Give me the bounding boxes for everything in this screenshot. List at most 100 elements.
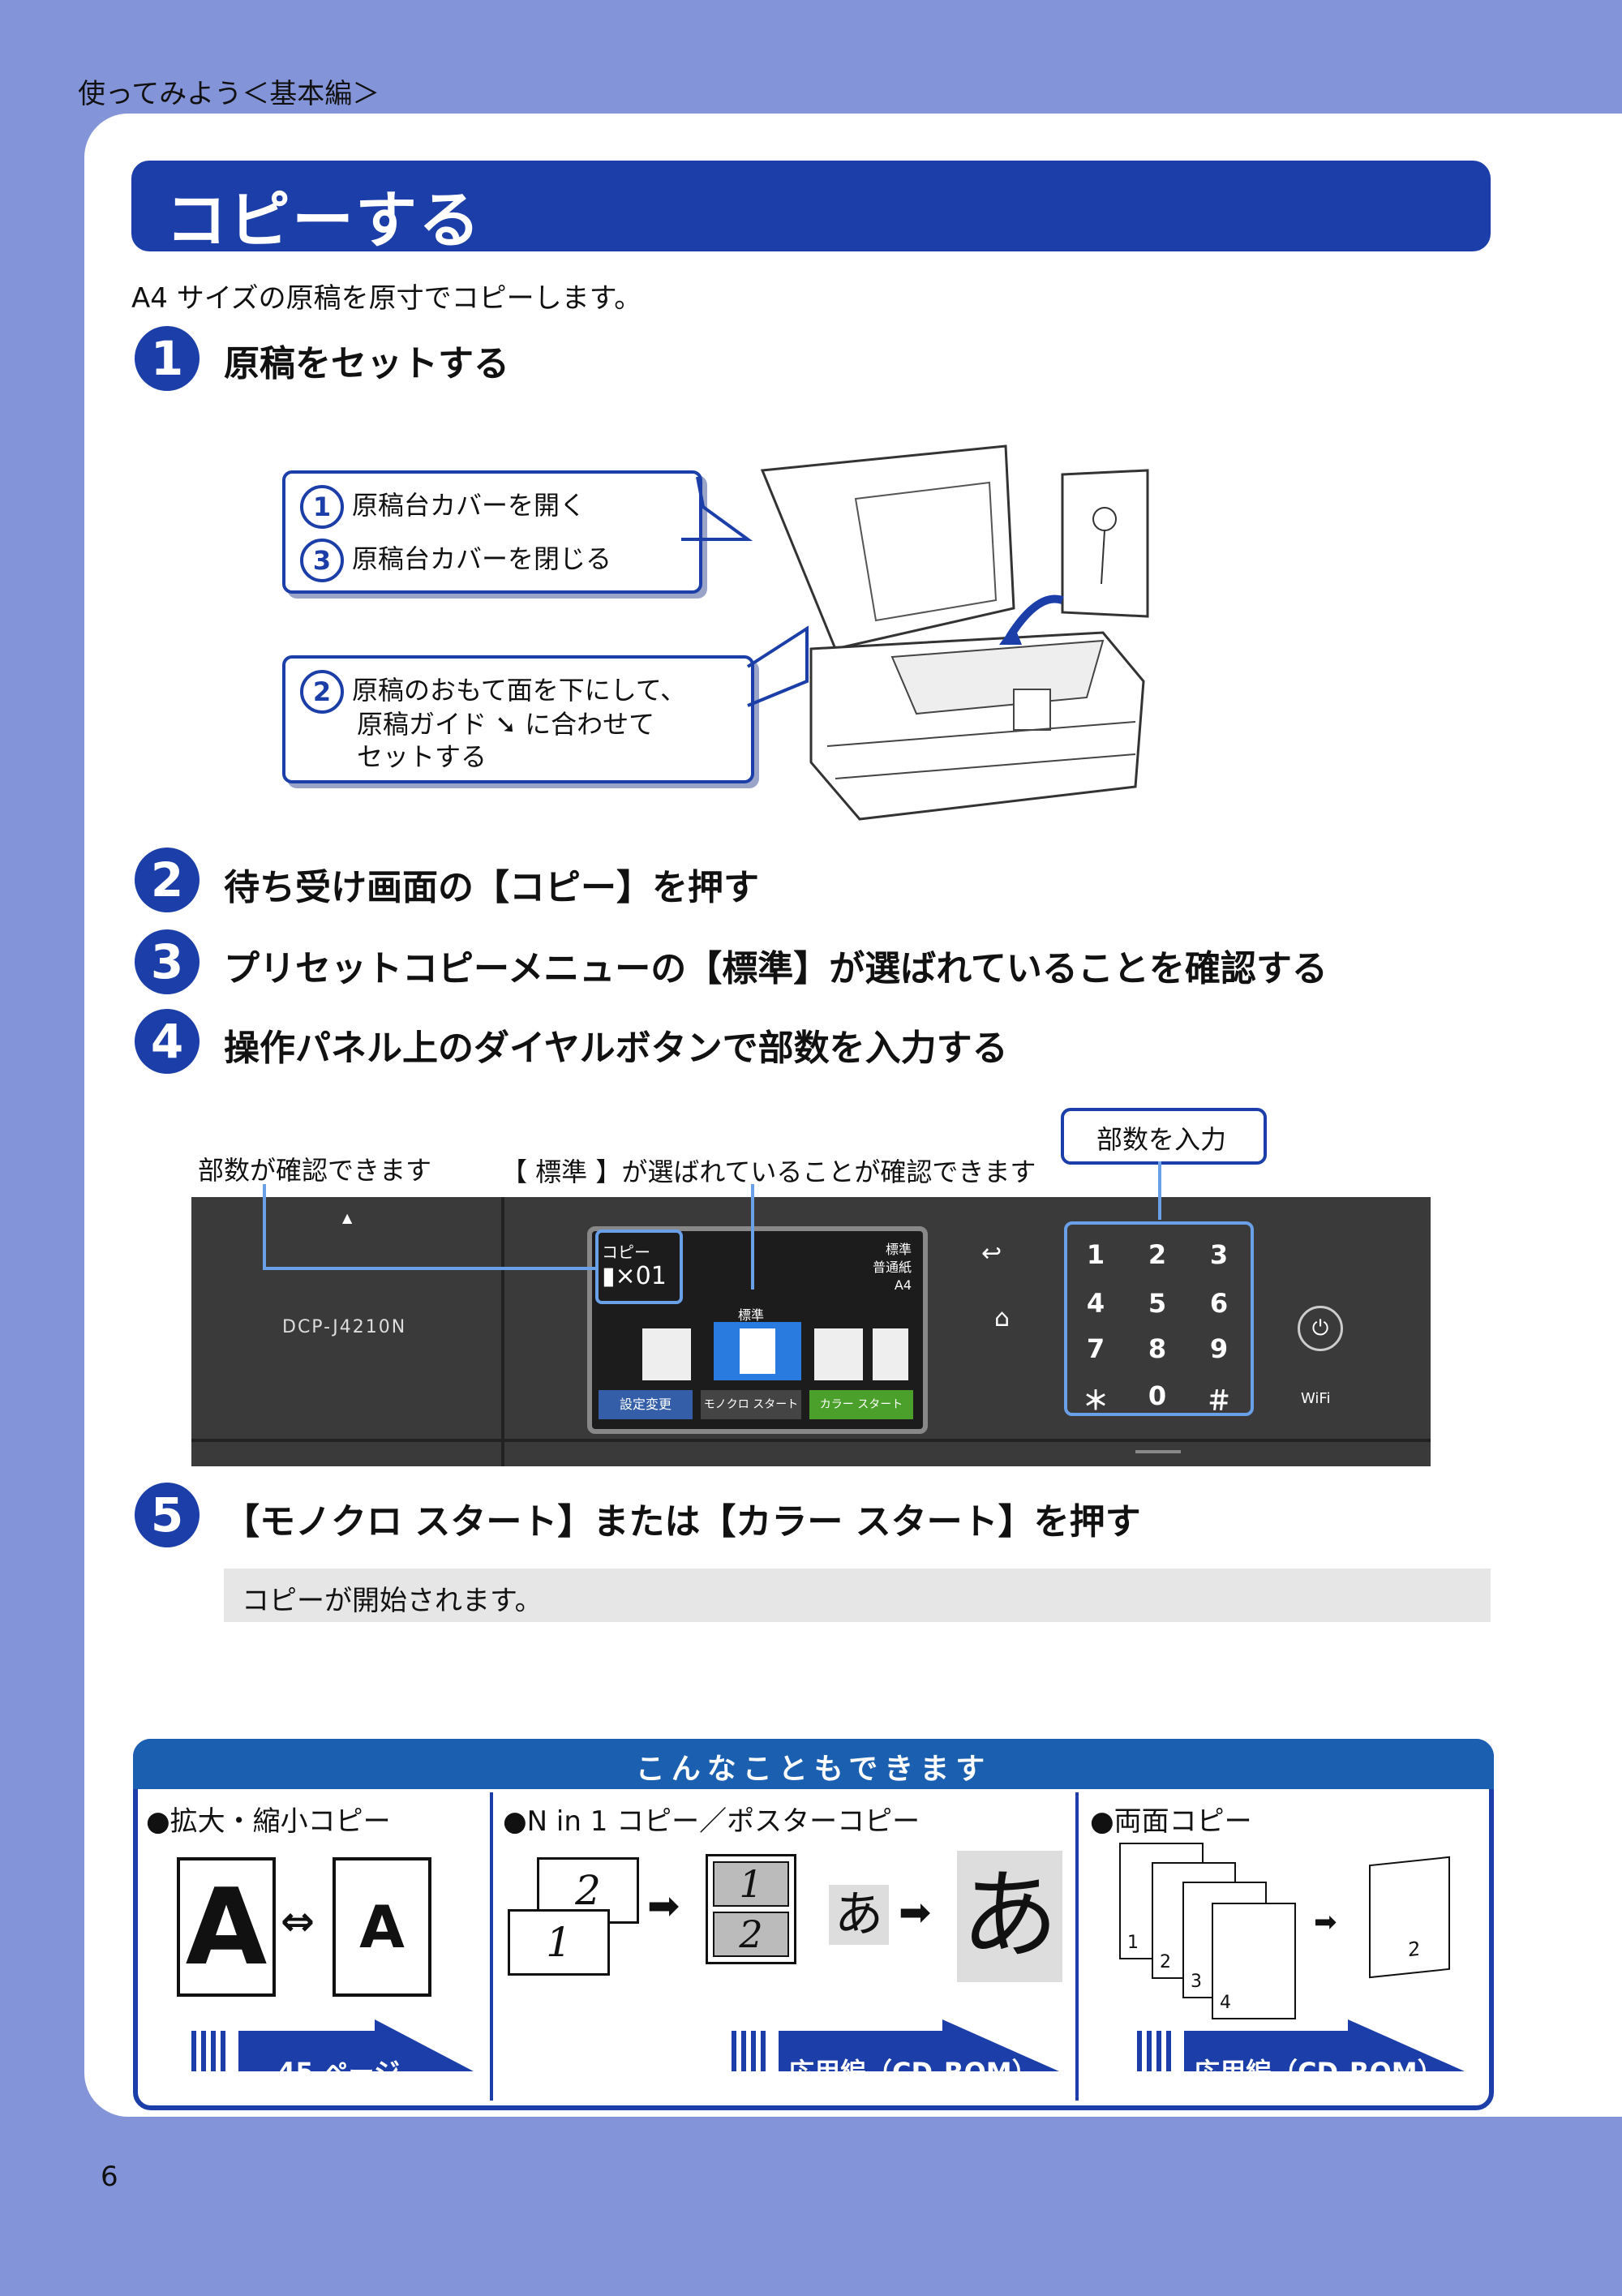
- printer-lcd: [1013, 689, 1051, 731]
- feature-enlarge-reduce: ●拡大・縮小コピー: [146, 1805, 391, 1838]
- step-text-2: 待ち受け画面の【コピー】を押す: [224, 867, 759, 908]
- copies-pointer: [263, 1184, 266, 1268]
- flower-stem: [1101, 530, 1105, 585]
- lcd-copy-label: コピー: [602, 1242, 650, 1262]
- step-number-1: 1: [135, 326, 200, 391]
- double-arrow-icon: ⇔: [281, 1898, 315, 1945]
- key-star[interactable]: ＊: [1082, 1385, 1109, 1416]
- page-1-sample: 1: [508, 1909, 610, 1976]
- feature-duplex: ●両面コピー: [1090, 1805, 1252, 1838]
- copies-icon: ▮: [602, 1262, 616, 1290]
- key-6[interactable]: 6: [1209, 1288, 1229, 1319]
- step-text-5: 【モノクロ スタート】または【カラー スタート】を押す: [224, 1501, 1141, 1543]
- key-4[interactable]: 4: [1086, 1288, 1105, 1319]
- arrow-right-icon: ➡: [1314, 1906, 1337, 1938]
- link-appendix-cdrom-2-label[interactable]: 応用編（CD-ROM）: [1194, 2057, 1444, 2088]
- key-2[interactable]: 2: [1148, 1239, 1167, 1270]
- link-appendix-cdrom-1[interactable]: [730, 2019, 1062, 2076]
- preset-thumbnail[interactable]: [642, 1328, 691, 1380]
- placement-arrowhead: [999, 624, 1022, 645]
- callout-input-copies: 部数を入力: [1061, 1108, 1267, 1165]
- column-divider: [490, 1792, 493, 2101]
- link-45-page-label[interactable]: 45 ページ: [277, 2057, 401, 2088]
- page-number: 6: [101, 2161, 118, 2193]
- callout-place-line2a: 原稿ガイド: [357, 709, 487, 740]
- result-text: コピーが開始されます。: [242, 1585, 543, 1617]
- paper-tray-line: [835, 753, 1136, 779]
- callout-place-line3: セットする: [357, 741, 487, 772]
- home-icon[interactable]: ⌂: [994, 1304, 1011, 1333]
- callout-place-document: 2 原稿のおもて面を下にして、 原稿ガイド ➘ に合わせて セットする: [282, 655, 754, 783]
- feature-nin1-poster: ●N in 1 コピー／ポスターコピー: [503, 1805, 920, 1838]
- step-text-3: プリセットコピーメニューの【標準】が選ばれていることを確認する: [224, 948, 1328, 989]
- arrow-right-icon: ➡: [899, 1890, 932, 1935]
- key-hash[interactable]: ＃: [1205, 1385, 1232, 1416]
- paper-tray-line: [826, 721, 1136, 747]
- link-appendix-cdrom-2[interactable]: [1135, 2019, 1468, 2076]
- circle-number-1: 1: [300, 485, 344, 529]
- original-document: [1061, 469, 1149, 618]
- large-a-sample: A: [177, 1857, 276, 1997]
- callout-close-cover: 原稿台カバーを閉じる: [352, 543, 612, 574]
- poster-kana-sample: あ: [957, 1851, 1062, 1982]
- copies-highlight: [595, 1230, 683, 1304]
- small-kana-sample: あ: [829, 1885, 889, 1945]
- note-copies: 部数が確認できます: [198, 1155, 432, 1186]
- callout1-pointer: [681, 476, 753, 541]
- lcd-status-size: A4: [894, 1277, 912, 1293]
- model-name: DCP-J4210N: [282, 1317, 407, 1337]
- key-8[interactable]: 8: [1148, 1333, 1167, 1364]
- arrow-right-icon: ➡: [647, 1883, 680, 1929]
- key-7[interactable]: 7: [1086, 1333, 1105, 1364]
- circle-number-2: 2: [300, 670, 344, 714]
- more-features-heading: こんなこともできます: [635, 1753, 992, 1786]
- lcd-status: 標準 普通紙 A4: [873, 1241, 912, 1294]
- standard-pointer: [751, 1184, 754, 1290]
- intro-text: A4 サイズの原稿を原寸でコピーします。: [131, 282, 642, 315]
- link-45-page[interactable]: [190, 2019, 474, 2076]
- key-3[interactable]: 3: [1209, 1239, 1229, 1270]
- power-button-icon[interactable]: ⏻: [1298, 1306, 1343, 1351]
- breadcrumb: 使ってみよう＜基本編＞: [78, 78, 380, 110]
- panel-seam: [501, 1197, 504, 1466]
- duplex-result: 2: [1369, 1856, 1450, 1979]
- panel-indicator: [1135, 1450, 1181, 1453]
- preset-thumbnail[interactable]: [873, 1328, 908, 1380]
- nin1-result: 1 2: [706, 1854, 796, 1964]
- key-1[interactable]: 1: [1086, 1239, 1105, 1270]
- copies-pointer: [263, 1267, 597, 1270]
- panel-flap-icon: ▲: [342, 1210, 353, 1225]
- step-number-3: 3: [135, 929, 200, 994]
- small-a-sample: A: [333, 1857, 431, 1997]
- keypad-highlight: [1064, 1221, 1254, 1416]
- step-number-2: 2: [135, 848, 200, 912]
- key-5[interactable]: 5: [1148, 1288, 1167, 1319]
- back-icon[interactable]: ↩: [981, 1239, 1002, 1268]
- preset-standard-selected[interactable]: [714, 1322, 801, 1380]
- circle-number-3: 3: [300, 539, 344, 582]
- touchscreen[interactable]: コピー ▮×01 標準 普通紙 A4 標準 設定変更 モノクロ スタート カラー…: [587, 1226, 928, 1434]
- link-appendix-cdrom-1-label[interactable]: 応用編（CD-ROM）: [788, 2057, 1038, 2088]
- callout-place-line1: 原稿のおもて面を下にして、: [352, 675, 687, 706]
- nin1-cell-2: 2: [713, 1912, 789, 1957]
- preset-thumbnail[interactable]: [814, 1328, 863, 1380]
- placement-arrow-icon: [1006, 594, 1064, 639]
- callout2-pointer: [746, 625, 809, 707]
- duplex-page: 4: [1212, 1903, 1296, 2019]
- settings-button[interactable]: 設定変更: [599, 1390, 693, 1419]
- lcd-status-standard: 標準: [885, 1242, 912, 1257]
- step-number-5: 5: [135, 1483, 200, 1547]
- wifi-label: WiFi: [1301, 1390, 1331, 1407]
- step-number-4: 4: [135, 1009, 200, 1074]
- callout-place-line2b: に合わせて: [525, 709, 655, 740]
- note-standard: 【 標準 】が選ばれていることが確認できます: [501, 1157, 1036, 1187]
- step-text-1: 原稿をセットする: [224, 343, 509, 384]
- more-features-header: こんなこともできます: [133, 1739, 1494, 1789]
- key-9[interactable]: 9: [1209, 1333, 1229, 1364]
- document-guide-arrow-icon: ➘: [495, 709, 517, 740]
- result-box: コピーが開始されます。: [224, 1569, 1491, 1622]
- color-start-button[interactable]: カラー スタート: [809, 1390, 913, 1419]
- step-text-4: 操作パネル上のダイヤルボタンで部数を入力する: [224, 1028, 1008, 1069]
- key-0[interactable]: 0: [1148, 1380, 1167, 1411]
- mono-start-button[interactable]: モノクロ スタート: [701, 1390, 801, 1419]
